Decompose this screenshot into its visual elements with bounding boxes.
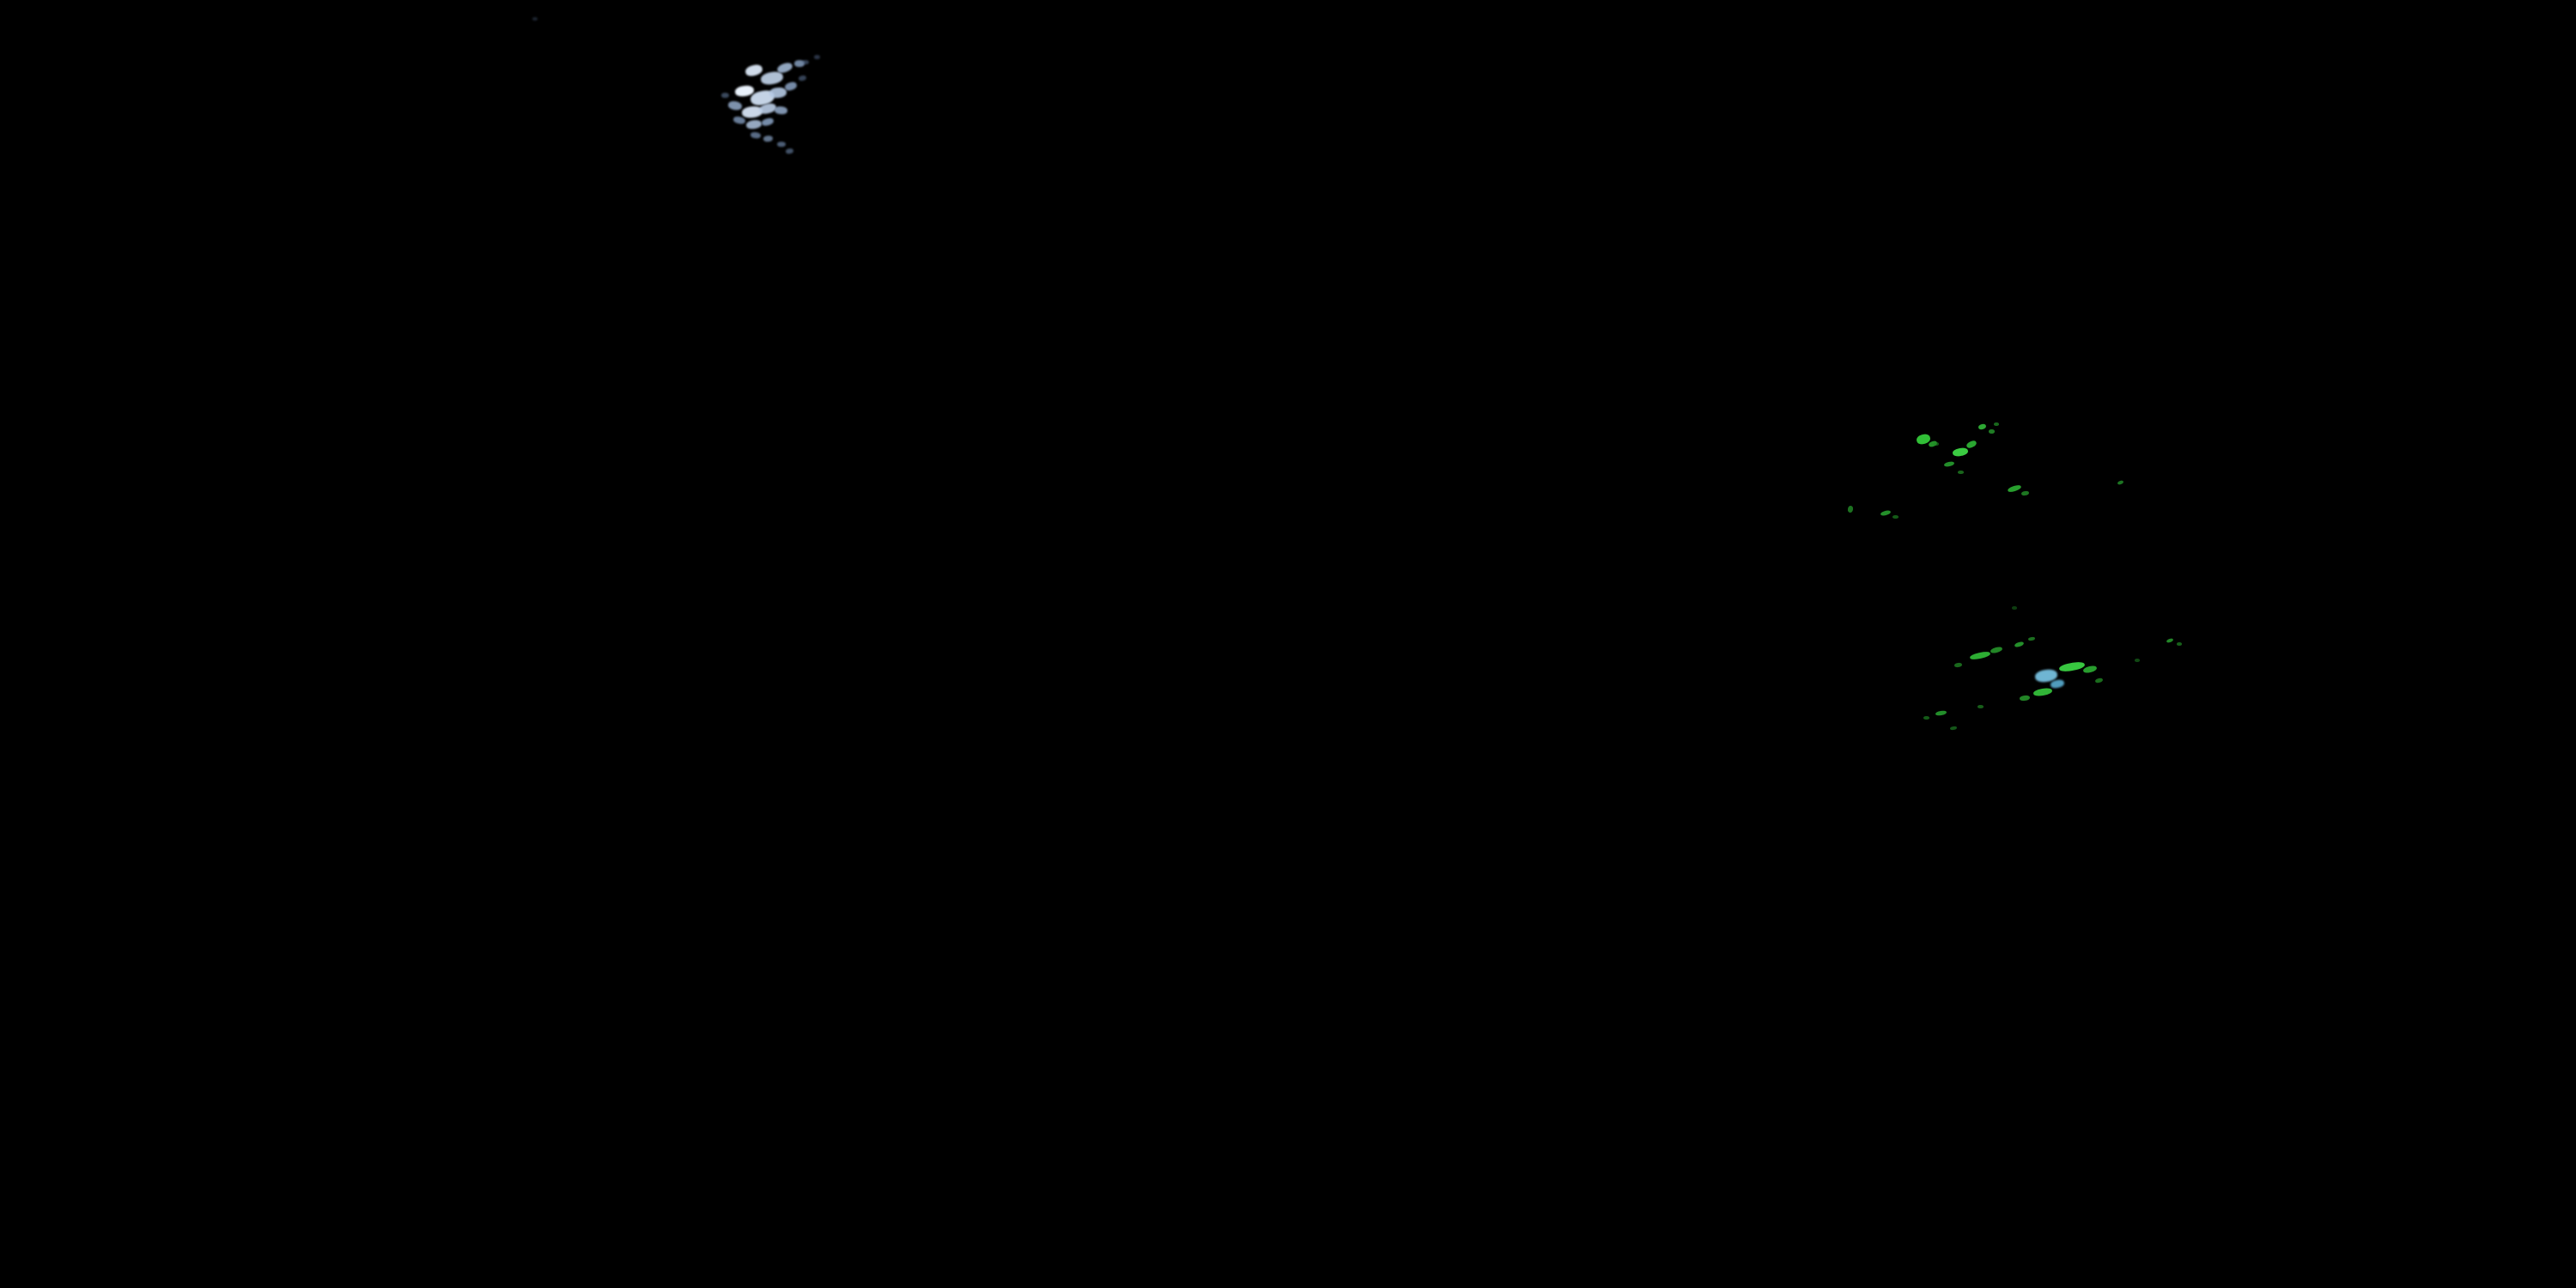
speck [774, 106, 788, 115]
speck [759, 70, 785, 87]
speck [2032, 687, 2053, 697]
speck [2020, 490, 2030, 496]
speck [2014, 641, 2025, 648]
speck [749, 88, 776, 107]
speck [1953, 662, 1963, 668]
speck [761, 117, 775, 127]
speck [1934, 442, 1939, 446]
speck [814, 55, 820, 59]
speck [734, 84, 755, 98]
speck [1928, 440, 1938, 448]
speck [750, 131, 762, 139]
speck [2117, 479, 2124, 486]
speck [721, 93, 729, 98]
speck [1893, 515, 1899, 519]
speck [1965, 439, 1978, 450]
speck [2177, 642, 2182, 646]
speck [745, 118, 762, 131]
speck [2058, 660, 2086, 673]
speck [785, 148, 794, 155]
speck [1847, 505, 1854, 513]
speck [2135, 659, 2140, 662]
speck [794, 60, 805, 67]
speck [757, 101, 778, 116]
speck [2166, 637, 2174, 644]
speck [1969, 650, 1991, 661]
speck [532, 17, 538, 21]
speck [777, 142, 786, 147]
speck [1978, 422, 1987, 431]
speck [2050, 678, 2065, 690]
speck [741, 105, 763, 119]
speck [1989, 429, 1995, 434]
speck [1915, 433, 1932, 446]
speck [1958, 471, 1964, 474]
speck [802, 60, 809, 64]
speck [1978, 705, 1984, 708]
speck [775, 61, 794, 75]
speck [783, 81, 799, 92]
speck [732, 115, 746, 125]
speck [744, 63, 764, 78]
speck [727, 100, 743, 112]
speck [1949, 726, 1958, 731]
speck [2012, 606, 2017, 610]
speck [1935, 709, 1947, 717]
speck [1923, 716, 1929, 720]
speck [2034, 668, 2058, 683]
speck [798, 75, 807, 82]
speck [762, 135, 774, 143]
speck [2094, 677, 2104, 684]
speck [1990, 646, 2003, 654]
speck [2007, 483, 2022, 494]
speck [1994, 422, 1999, 426]
speck [769, 87, 787, 99]
speck [2019, 695, 2031, 702]
speck [1880, 509, 1892, 517]
speck [2027, 636, 2036, 641]
speck [2082, 665, 2098, 674]
speck [1952, 447, 1969, 458]
speck [1943, 460, 1955, 468]
